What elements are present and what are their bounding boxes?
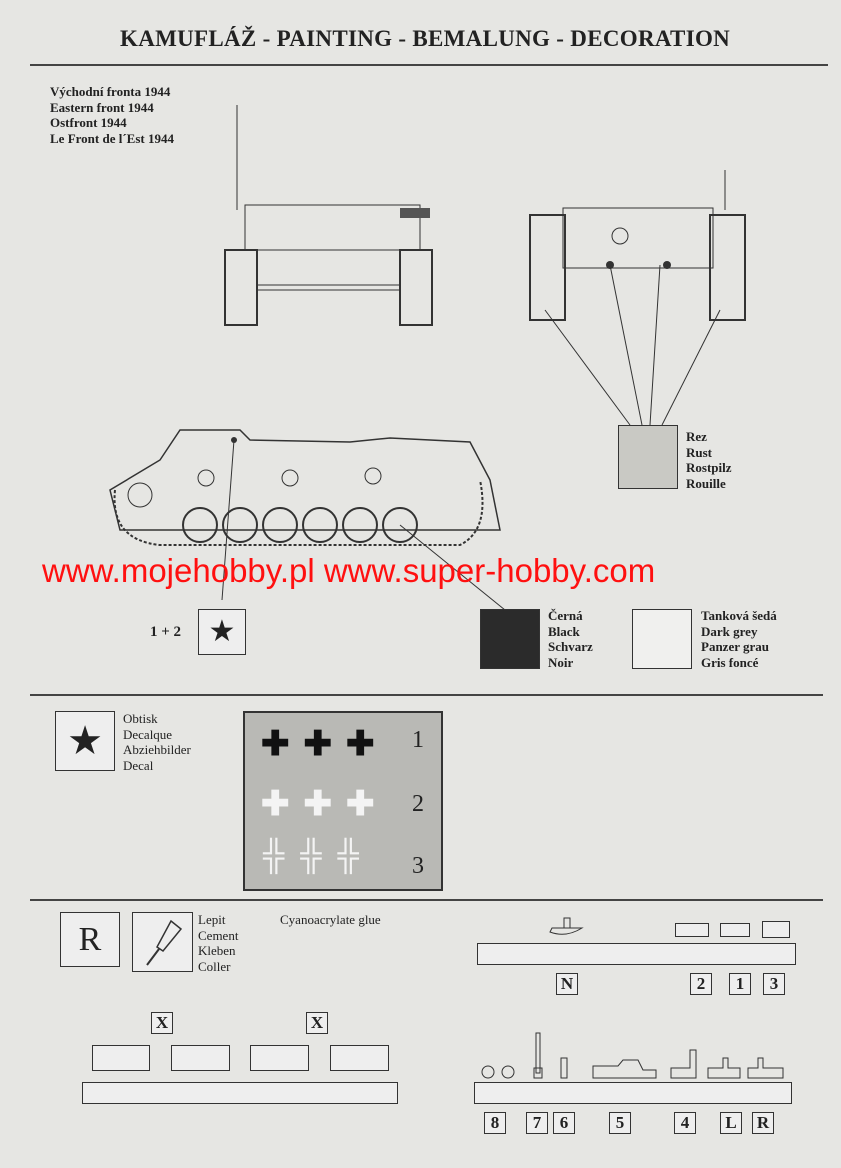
black-swatch xyxy=(480,609,540,669)
decal-fr: Decalque xyxy=(123,726,173,742)
page-title: KAMUFLÁŽ - PAINTING - BEMALUNG - DECORAT… xyxy=(120,26,731,51)
part-label-8: 8 xyxy=(484,1112,506,1134)
black-legend: Černá Black Schvarz Noir xyxy=(548,608,593,670)
scheme-de: Ostfront 1944 xyxy=(50,115,127,130)
decal-sheet: ✚✚✚ ✚✚✚ ╬╬╬ 1 2 3 xyxy=(243,711,443,891)
glue-cz: Lepit xyxy=(198,912,226,927)
part-label-5: 5 xyxy=(609,1112,631,1134)
tank-front-view xyxy=(224,105,433,326)
black-de: Schvarz xyxy=(548,639,593,654)
dark-grey-de: Panzer grau xyxy=(701,639,769,654)
divider xyxy=(30,64,828,66)
decal-row-3: 3 xyxy=(412,853,424,879)
divider xyxy=(30,899,823,901)
decal-reference: 1 + 2 xyxy=(150,624,182,640)
decal-star-icon: ★ xyxy=(198,609,246,655)
part-sprue xyxy=(477,943,796,965)
scheme-caption: Východní fronta 1944 Eastern front 1944 … xyxy=(50,84,174,146)
decal-cz: Obtisk xyxy=(123,711,158,726)
glue-letter-box: R xyxy=(60,912,120,967)
dark-grey-swatch xyxy=(632,609,692,669)
glue-legend: Lepit Cement Kleben Coller xyxy=(198,912,238,974)
part xyxy=(330,1045,389,1071)
part-label-x: X xyxy=(151,1012,173,1034)
part-label-6: 6 xyxy=(553,1112,575,1134)
tank-side-view xyxy=(109,429,506,611)
glue-fr: Coller xyxy=(198,958,231,974)
rust-fr: Rouille xyxy=(686,475,726,491)
part-label-l: L xyxy=(720,1112,742,1134)
small-parts xyxy=(481,1032,784,1079)
white-crosses: ✚✚✚ xyxy=(261,786,389,823)
part xyxy=(92,1045,150,1071)
part xyxy=(675,923,709,937)
part-label-1: 1 xyxy=(729,973,751,995)
decal-row-1: 1 xyxy=(412,727,424,753)
rust-leader-lines xyxy=(544,264,721,426)
dark-grey-fr: Gris foncé xyxy=(701,654,759,670)
glue-en: Cement xyxy=(198,927,239,943)
part-label-r: R xyxy=(752,1112,774,1134)
watermark: www.mojehobby.pl www.super-hobby.com xyxy=(42,552,656,589)
scheme-en: Eastern front 1944 xyxy=(50,99,154,115)
decal-legend: Obtisk Decalque Abziehbilder Decal xyxy=(123,711,191,773)
rust-cz: Rez xyxy=(686,429,707,444)
part-sprue xyxy=(474,1082,792,1104)
part-label-3: 3 xyxy=(763,973,785,995)
scheme-cz: Východní fronta 1944 xyxy=(50,84,171,99)
decal-icon: ★ xyxy=(55,711,115,771)
dark-grey-cz: Tanková šedá xyxy=(701,608,777,623)
dark-grey-en: Dark grey xyxy=(701,623,758,639)
part-label-7: 7 xyxy=(526,1112,548,1134)
black-en: Black xyxy=(548,623,580,639)
part xyxy=(762,921,790,938)
glue-tube-icon xyxy=(132,912,193,972)
black-crosses: ✚✚✚ xyxy=(261,726,389,763)
divider xyxy=(30,694,823,696)
decal-row-2: 2 xyxy=(412,791,424,817)
black-cz: Černá xyxy=(548,608,583,623)
black-fr: Noir xyxy=(548,654,574,670)
part xyxy=(250,1045,309,1071)
part-n-shape xyxy=(549,917,584,935)
part-label-2: 2 xyxy=(690,973,712,995)
scheme-fr: Le Front de l´Est 1944 xyxy=(50,130,174,146)
rust-legend: Rez Rust Rostpilz Rouille xyxy=(686,429,732,491)
rust-de: Rostpilz xyxy=(686,460,732,475)
glue-type: Cyanoacrylate glue xyxy=(280,912,381,927)
part xyxy=(171,1045,230,1071)
part-sprue xyxy=(82,1082,398,1104)
part-label-4: 4 xyxy=(674,1112,696,1134)
part xyxy=(720,923,750,937)
decal-en: Decal xyxy=(123,757,154,773)
rust-swatch xyxy=(618,425,678,489)
dark-grey-legend: Tanková šedá Dark grey Panzer grau Gris … xyxy=(701,608,777,670)
part-label-n: N xyxy=(556,973,578,995)
part-label-x: X xyxy=(306,1012,328,1034)
decal-de: Abziehbilder xyxy=(123,742,191,757)
outline-crosses: ╬╬╬ xyxy=(263,839,375,872)
glue-de: Kleben xyxy=(198,943,236,958)
rust-en: Rust xyxy=(686,444,713,460)
